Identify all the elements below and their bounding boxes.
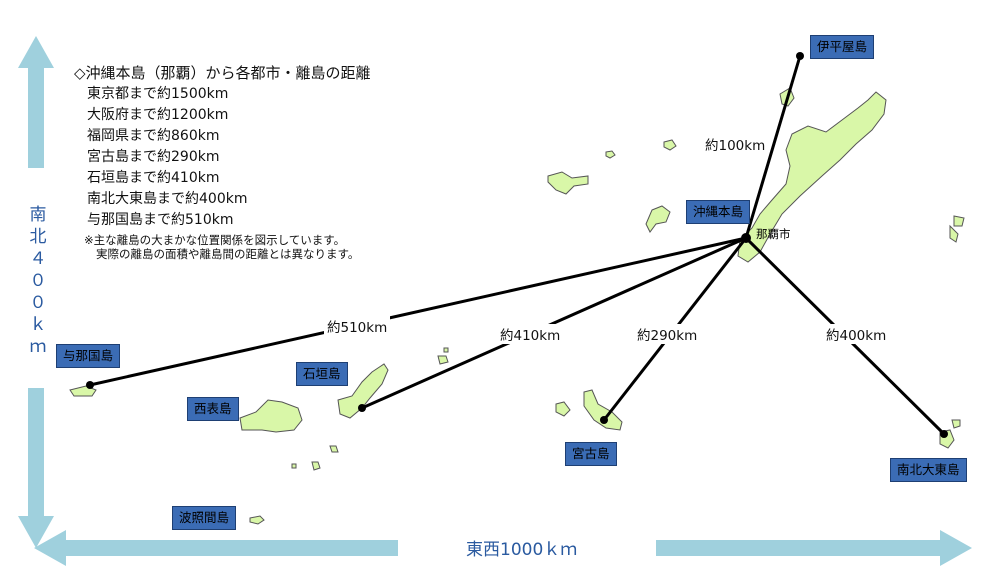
info-item-daito: 南北大東島まで約400km xyxy=(87,191,248,207)
info-title: ◇沖縄本島（那覇）から各都市・離島の距離 xyxy=(74,64,371,82)
label-yonaguni: 与那国島 xyxy=(56,344,121,368)
distance-iheya: 約100km xyxy=(702,134,769,154)
dot-yonaguni xyxy=(86,381,94,389)
axis-label-east-west: 東西1000ｋｍ xyxy=(466,540,578,560)
info-item-ishigaki: 石垣島まで約410km xyxy=(87,170,220,186)
info-item-osaka: 大阪府まで約1200km xyxy=(87,107,229,123)
label-iheya: 伊平屋島 xyxy=(810,35,875,59)
distance-daito: 約400km xyxy=(823,324,890,344)
line-iheya xyxy=(744,55,802,239)
miyako-island xyxy=(583,389,623,431)
small-islet-d xyxy=(291,463,297,469)
ns-char: ０ xyxy=(29,271,47,291)
kume-island xyxy=(547,171,589,195)
info-note-2: 実際の離島の面積や離島間の距離とは異なります。 xyxy=(96,247,360,261)
kerama-islands xyxy=(645,205,671,233)
dot-daito xyxy=(940,430,948,438)
okinawa-islet-2 xyxy=(605,150,616,159)
hateruma-island xyxy=(249,515,265,525)
dot-iheya xyxy=(796,52,804,60)
label-hateruma: 波照間島 xyxy=(172,506,237,530)
irabu-island xyxy=(555,401,571,417)
line-yonaguni xyxy=(89,236,747,387)
label-ishigaki: 石垣島 xyxy=(296,362,348,386)
ns-char: 北 xyxy=(29,227,47,247)
small-islet-c xyxy=(311,461,321,471)
small-islet-b xyxy=(443,347,449,353)
line-ishigaki xyxy=(361,236,747,410)
distance-yonaguni: 約510km xyxy=(324,316,391,336)
islands xyxy=(69,87,965,525)
label-naha: 那覇市 xyxy=(756,227,791,241)
dot-ishigaki xyxy=(358,404,366,412)
label-okinawa-main: 沖縄本島 xyxy=(686,200,751,224)
label-daito: 南北大東島 xyxy=(890,458,967,482)
location-dots xyxy=(86,52,948,438)
distance-info-panel: ◇沖縄本島（那覇）から各都市・離島の距離 東京都まで約1500km 大阪府まで約… xyxy=(74,62,371,261)
okinawa-islet-1 xyxy=(663,139,677,151)
info-item-tokyo: 東京都まで約1500km xyxy=(87,86,229,102)
ishigaki-island xyxy=(337,363,389,419)
info-note-1: ※主な離島の大まかな位置関係を図示しています。 xyxy=(84,233,346,247)
south-arrow xyxy=(18,388,54,548)
label-iriomote: 西表島 xyxy=(187,397,239,421)
dot-naha xyxy=(741,233,751,243)
iriomote-island xyxy=(239,399,303,433)
north-arrow xyxy=(18,36,54,168)
west-arrow xyxy=(34,530,398,566)
east-arrow xyxy=(656,530,972,566)
axis-label-north-south: 南 北 ４ ０ ０ ｋ ｍ xyxy=(23,204,53,358)
ns-char: ０ xyxy=(29,293,47,313)
small-islet-e xyxy=(329,445,339,453)
distance-miyako: 約290km xyxy=(634,324,701,344)
small-islet-a xyxy=(437,355,449,365)
daito-north xyxy=(953,215,965,227)
dot-miyako xyxy=(600,416,608,424)
ns-char: ｍ xyxy=(29,337,47,357)
distance-ishigaki: 約410km xyxy=(497,324,564,344)
info-item-fukuoka: 福岡県まで約860km xyxy=(87,128,220,144)
daito-south-area xyxy=(949,224,959,243)
axis-arrows xyxy=(18,36,972,566)
info-item-miyako: 宮古島まで約290km xyxy=(87,149,220,165)
ns-char: ４ xyxy=(29,249,47,269)
ns-char: 南 xyxy=(29,205,47,225)
label-miyako: 宮古島 xyxy=(565,442,617,466)
ns-char: ｋ xyxy=(29,315,47,335)
info-item-yonaguni: 与那国島まで約510km xyxy=(87,212,234,228)
kita-daito xyxy=(951,419,961,429)
